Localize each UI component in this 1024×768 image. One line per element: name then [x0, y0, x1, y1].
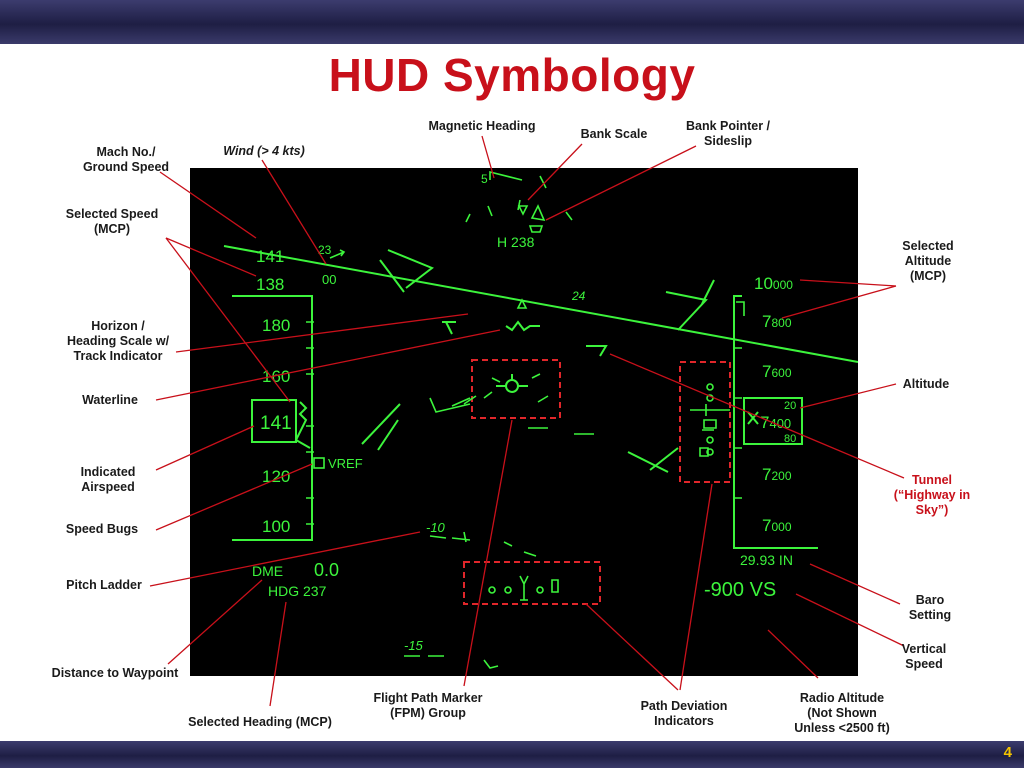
flight-path-marker-icon [496, 374, 528, 393]
speed-tape-160: 160 [262, 367, 290, 386]
vref-label: VREF [328, 456, 363, 471]
label-distance-to-waypoint: Distance to Waypoint [52, 666, 179, 680]
speed-bug-marks [294, 401, 311, 449]
speed-tape-ticks [306, 321, 314, 525]
current-altitude-box [743, 397, 803, 445]
tunnel-upper-left [379, 249, 434, 293]
track-indicator-icon [516, 298, 528, 309]
label-fpm-group: Flight Path Marker(FPM) Group [373, 691, 482, 720]
tunnel-lower-right [627, 447, 679, 473]
speed-tape-120: 120 [262, 467, 290, 486]
wind-arrow-icon [329, 249, 346, 259]
label-bank-scale: Bank Scale [581, 127, 648, 141]
bank-scale-ticks [465, 199, 573, 223]
speed-tape-180: 180 [262, 316, 290, 335]
altitude-tape-7600: 7600 [762, 362, 792, 381]
selected-altitude-value: 10000 [754, 274, 793, 293]
current-speed-box [251, 399, 297, 443]
wind-direction: 23 [318, 243, 332, 257]
label-magnetic-heading: Magnetic Heading [429, 119, 536, 133]
lateral-dash-marks [503, 541, 537, 557]
heading-tick-5: 5 [481, 172, 488, 186]
speed-tape-frame [232, 295, 313, 541]
vertical-deviation-scale [690, 383, 730, 457]
heading-bank-group: 5 H 238 [465, 170, 573, 250]
current-speed-value: 141 [260, 413, 292, 434]
current-altitude-below: 80 [784, 433, 796, 445]
tunnel-lower-left [361, 403, 401, 451]
page-number: 4 [1003, 744, 1012, 761]
slide-title: HUD Symbology [328, 49, 696, 101]
altitude-tape-7800: 7800 [762, 312, 792, 331]
waterline-symbol [505, 320, 540, 332]
horizon-line [223, 245, 859, 363]
speed-tape-100: 100 [262, 517, 290, 536]
dme-value: 0.0 [314, 560, 339, 580]
label-wind: Wind (> 4 kts) [223, 144, 305, 158]
altitude-tape-ticks [734, 301, 745, 499]
track-tick-24: 24 [571, 289, 586, 303]
bank-pointer-sideslip-icon [528, 204, 546, 233]
pitch-minus-10: -10 [426, 520, 446, 535]
label-pitch-ladder: Pitch Ladder [66, 578, 142, 592]
pointer-lines [149, 135, 905, 707]
label-selected-speed: Selected Speed(MCP) [66, 207, 158, 236]
altitude-tape: 10000 7800 7600 7200 7000 20 7400 80 29.… [704, 274, 818, 601]
lateral-deviation-scale [488, 575, 559, 601]
top-band [0, 0, 1024, 44]
altitude-tape-7200: 7200 [762, 465, 792, 484]
vref-bug-icon [313, 457, 325, 469]
heading-scale-marks [489, 170, 547, 189]
pitch-minus-15: -15 [404, 638, 424, 653]
label-bank-pointer: Bank Pointer /Sideslip [686, 119, 771, 148]
label-horizon: Horizon /Heading Scale w/Track Indicator [67, 319, 170, 363]
fpm-group-box [471, 359, 561, 419]
label-speed-bugs: Speed Bugs [66, 522, 138, 536]
speed-tape: 180 160 120 100 141 VREF [232, 295, 363, 541]
tunnel-mid-marks [442, 321, 608, 357]
altitude-tape-frame [733, 295, 818, 549]
pitch-ladder-minus-15-line [404, 655, 499, 669]
label-waterline: Waterline [82, 393, 138, 407]
baro-setting-value: 29.93 IN [740, 552, 793, 568]
label-altitude: Altitude [903, 377, 950, 391]
label-mach-ground-speed: Mach No./Ground Speed [83, 145, 169, 174]
fpm-guidance-marks [463, 373, 549, 405]
heading-readout: H 238 [497, 234, 535, 250]
pitch-ladder-minus-10-line [429, 531, 471, 543]
tunnel-center-marks [429, 397, 594, 435]
selected-heading-value: HDG 237 [268, 583, 327, 599]
wind-speed: 00 [322, 272, 336, 287]
top-left-readouts: 141 138 23 00 [256, 243, 346, 294]
bank-scale-pointer-icon [517, 205, 529, 216]
vertical-speed-value: -900 VS [704, 579, 776, 601]
dme-label: DME [252, 563, 283, 579]
bottom-band [0, 741, 1024, 768]
altitude-bug-icon [747, 411, 759, 425]
altitude-tape-7000: 7000 [762, 516, 792, 535]
vertical-deviation-box [679, 361, 731, 483]
mach-ground-speed-value: 141 [256, 247, 284, 266]
current-altitude-value: 7400 [760, 413, 791, 432]
lateral-deviation-box [463, 561, 601, 605]
tunnel-upper-right [665, 279, 715, 331]
selected-speed-value: 138 [256, 275, 284, 294]
current-altitude-above: 20 [784, 400, 796, 412]
label-selected-heading: Selected Heading (MCP) [188, 715, 332, 729]
